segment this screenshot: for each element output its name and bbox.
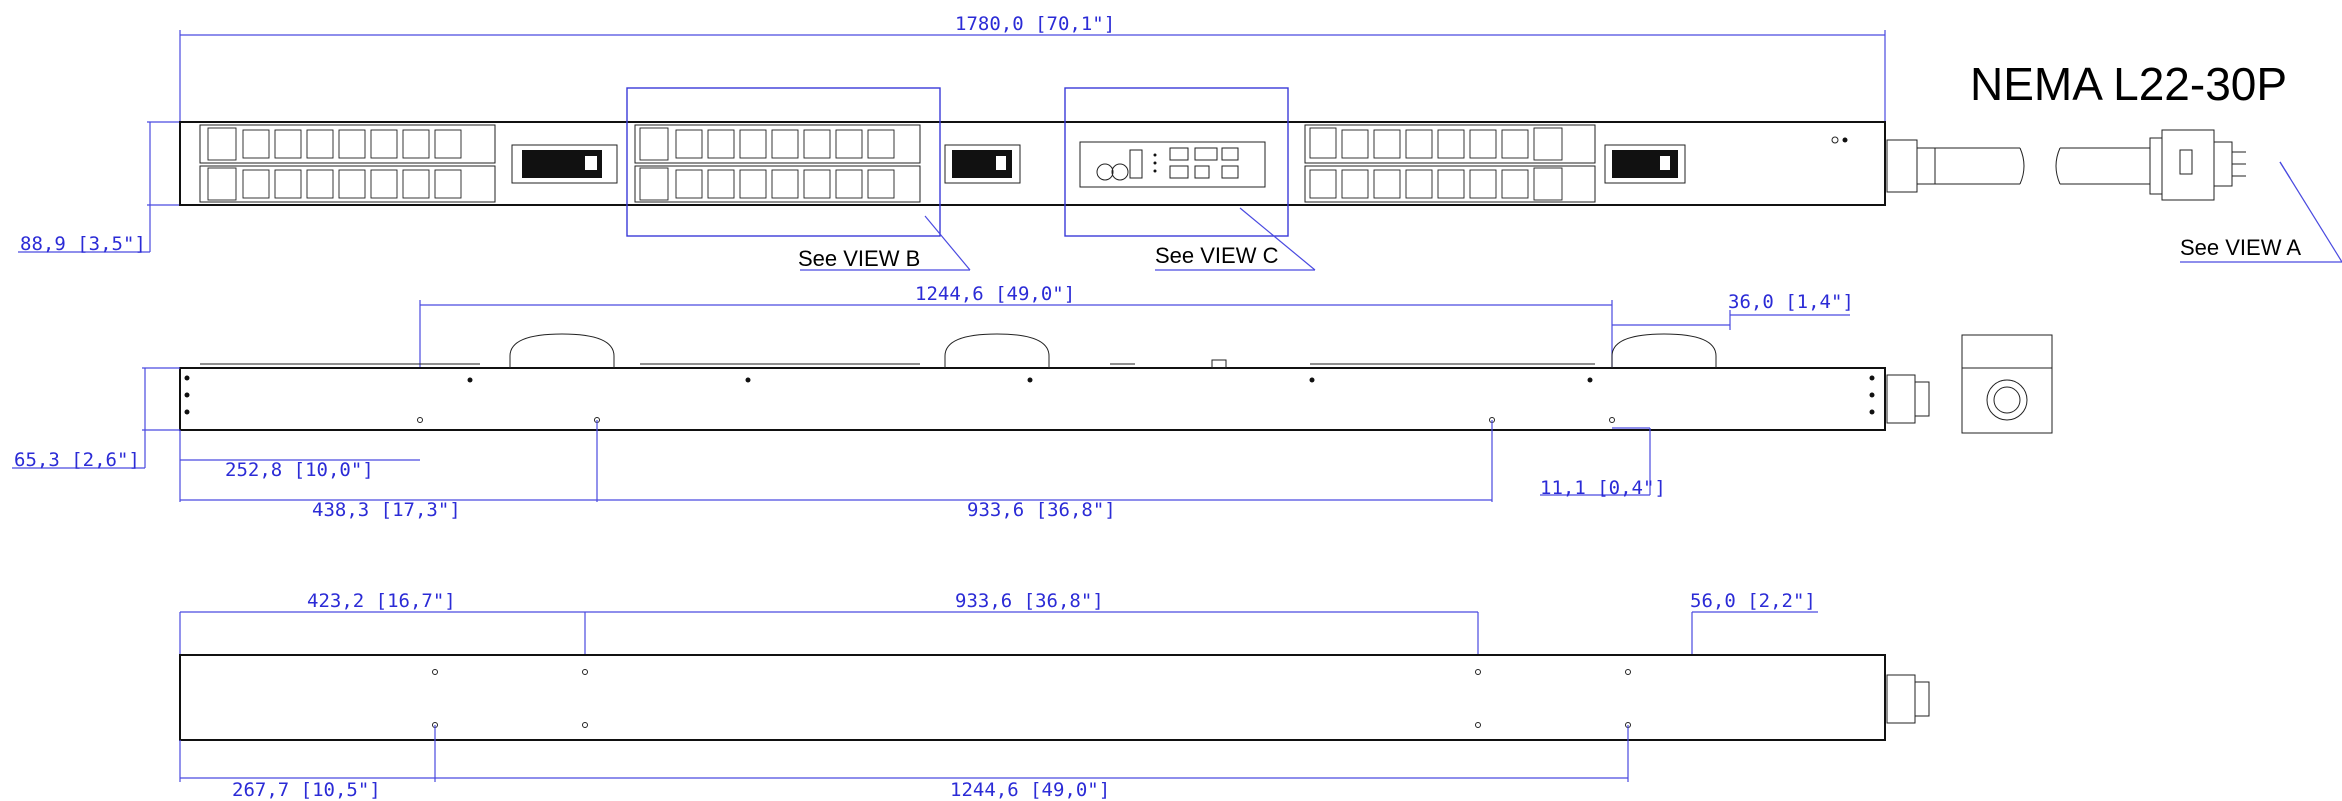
front-view: 1780,0 [70,1"] 88,9 [3,5"] [18, 13, 2342, 271]
pdu-body-front [179, 121, 1886, 206]
breaker-3 [1604, 144, 1686, 184]
power-cord [1886, 139, 2150, 193]
view-a-callout: See VIEW A [2180, 235, 2301, 260]
view-c-callout: See VIEW C [1155, 243, 1279, 268]
rear-view: 423,2 [16,7"] 933,6 [36,8"] 56,0 [2,2"] … [179, 590, 1930, 801]
outlet-bank-1 [199, 124, 496, 203]
controller-module [1079, 141, 1266, 188]
pdu-body-rear [179, 654, 1886, 741]
breaker-1 [511, 144, 618, 184]
side-hole-start-label: 438,3 [17,3"] [312, 499, 461, 521]
rear-end-offset-label: 56,0 [2,2"] [1690, 590, 1816, 612]
overall-length-label: 1780,0 [70,1"] [955, 13, 1115, 35]
view-c-frame [1064, 87, 1289, 237]
mount-button-1 [509, 333, 615, 368]
pdu-body-side [179, 367, 1886, 431]
rear-lower-start-label: 267,7 [10,5"] [232, 779, 381, 801]
front-height-label: 88,9 [3,5"] [20, 233, 146, 255]
side-end-offset-label: 11,1 [0,4"] [1540, 477, 1666, 499]
plug-title: NEMA L22-30P [1970, 58, 2287, 110]
view-b-callout: See VIEW B [798, 246, 920, 271]
end-view [1961, 334, 2053, 434]
side-view: 1244,6 [49,0"] 36,0 [1,4"] [12, 283, 2053, 521]
rear-lower-span-label: 1244,6 [49,0"] [950, 779, 1110, 801]
rear-first-hole-label: 423,2 [16,7"] [307, 590, 456, 612]
outlet-bank-3 [1304, 124, 1596, 203]
rear-hole-span-label: 933,6 [36,8"] [955, 590, 1104, 612]
side-mount-span-label: 1244,6 [49,0"] [915, 283, 1075, 305]
button-offset-label: 36,0 [1,4"] [1728, 291, 1854, 313]
mount-button-3 [1611, 333, 1717, 368]
breaker-2 [944, 144, 1021, 184]
side-height-label: 65,3 [2,6"] [14, 449, 140, 471]
side-hole-span-label: 933,6 [36,8"] [967, 499, 1116, 521]
mount-button-2 [944, 333, 1050, 368]
outlet-bank-2 [634, 124, 921, 203]
plug-icon [2149, 129, 2246, 201]
view-b-frame [626, 87, 941, 237]
side-first-hole-label: 252,8 [10,0"] [225, 459, 374, 481]
